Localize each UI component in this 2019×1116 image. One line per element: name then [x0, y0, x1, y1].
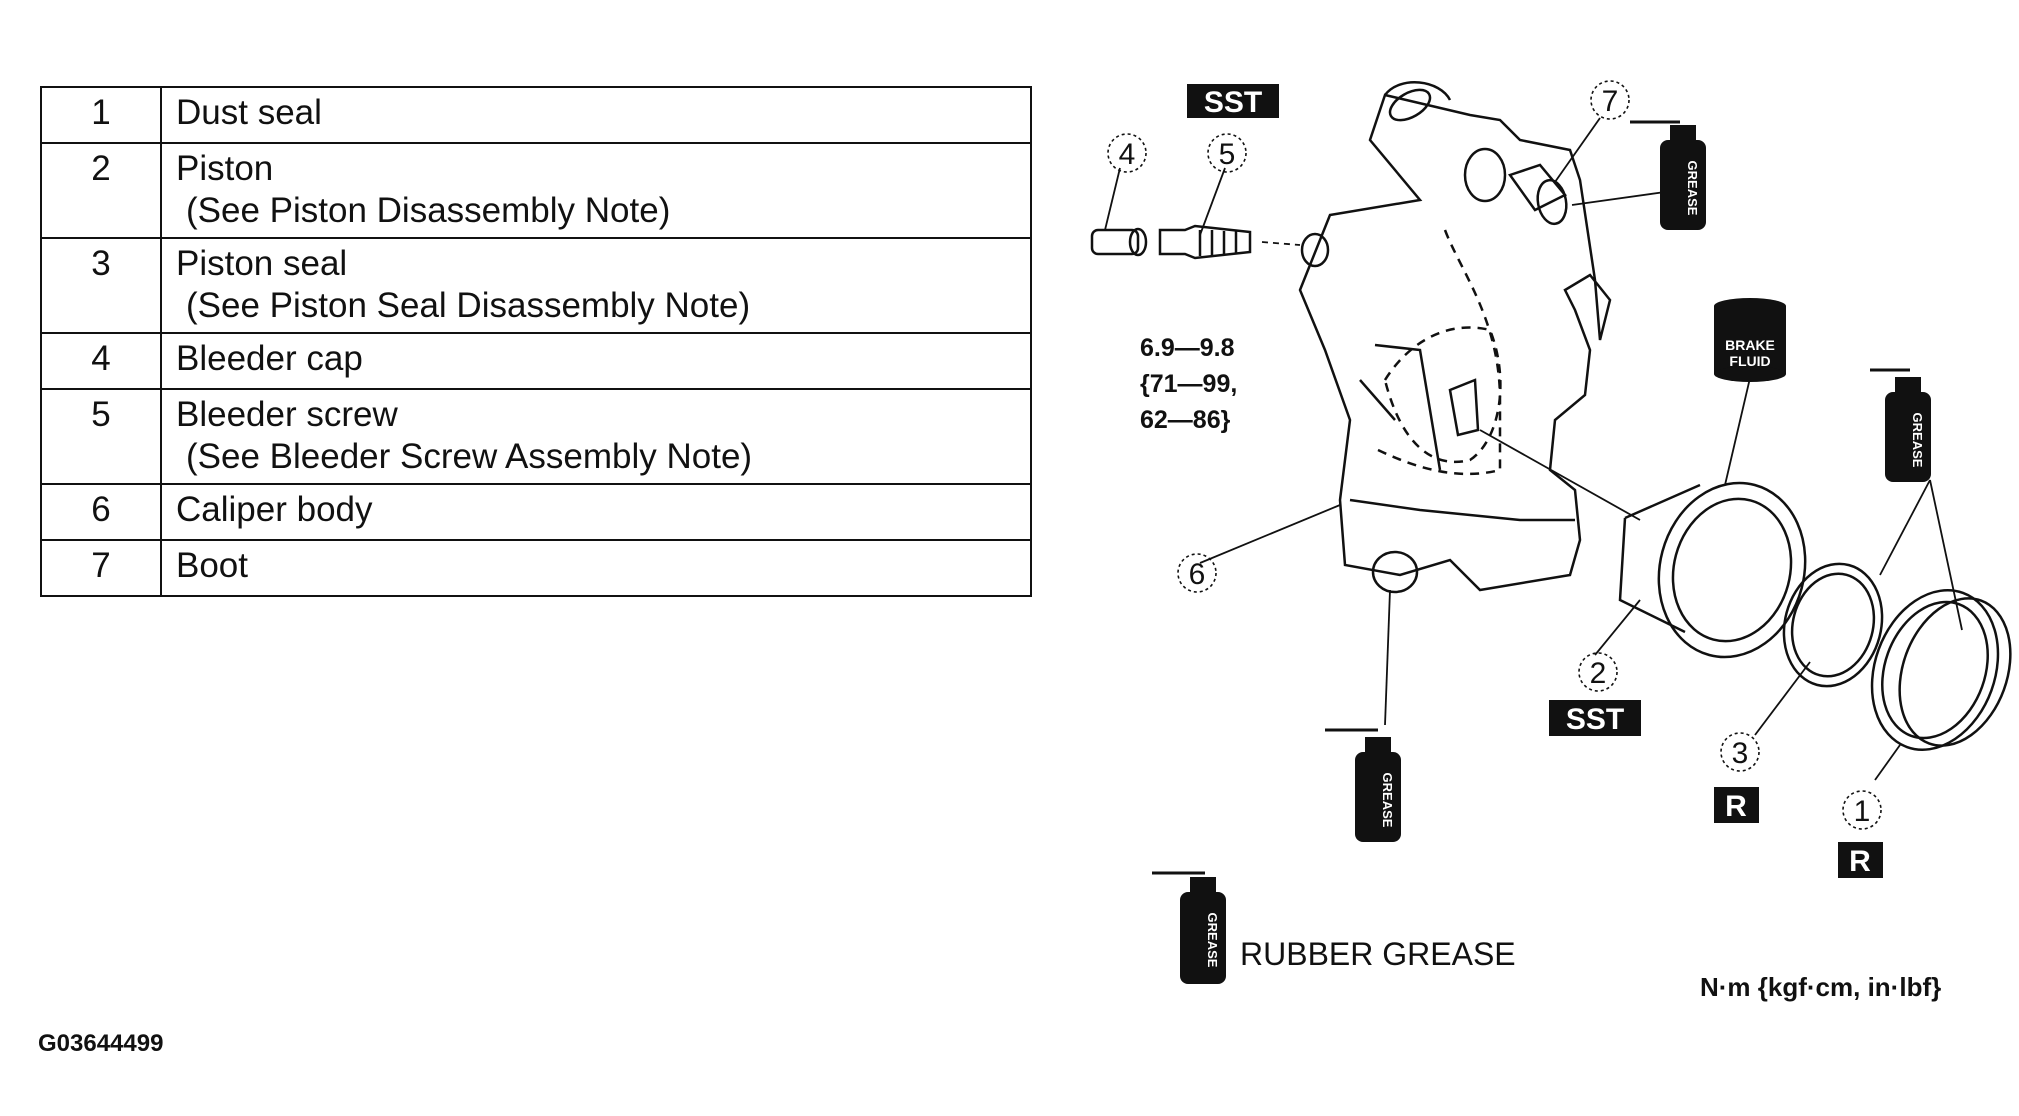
callout-number: 5 — [1219, 138, 1236, 171]
brake-fluid-icon — [1714, 298, 1786, 382]
torque-line: {71—99, — [1140, 370, 1238, 398]
part-name-cell: Boot — [160, 539, 1032, 597]
leader-lines — [1104, 117, 1963, 781]
parts-row-3: 3 Piston seal(See Piston Seal Disassembl… — [40, 237, 1032, 334]
callout-number: 4 — [1119, 138, 1136, 171]
sst-tag-bg — [1549, 700, 1641, 736]
part-number: 2 — [40, 142, 162, 239]
parts-list-table: 1 Dust seal 2 Piston(See Piston Disassem… — [40, 86, 1032, 597]
piston — [1618, 481, 1807, 659]
parts-row-1: 1 Dust seal — [40, 86, 1032, 144]
part-name: Piston — [176, 149, 274, 188]
part-name: Piston seal — [176, 244, 348, 283]
bleeder-screw — [1158, 224, 1252, 260]
callout-circle — [1720, 732, 1760, 772]
callout-circle — [1177, 553, 1217, 593]
callout-number: 1 — [1854, 795, 1871, 828]
grease-icon — [1325, 728, 1401, 842]
callout-circle — [1842, 790, 1882, 830]
callout-circle — [1590, 80, 1630, 120]
part-name: Boot — [176, 546, 248, 585]
sst-tag: SST — [1566, 703, 1624, 736]
torque-line: 62—86} — [1140, 406, 1231, 434]
part-number: 5 — [40, 388, 162, 485]
part-name-cell: Bleeder cap — [160, 332, 1032, 390]
grease-label: GREASE — [1910, 413, 1925, 468]
part-number: 7 — [40, 539, 162, 597]
callout-number: 7 — [1602, 85, 1619, 118]
rubber-grease-legend: RUBBER GREASE — [1240, 936, 1516, 972]
part-note: (See Piston Disassembly Note) — [186, 191, 671, 230]
callout-circle — [1107, 133, 1147, 173]
part-name: Bleeder screw — [176, 395, 398, 434]
piston-seal — [1782, 562, 1884, 688]
boot — [1507, 163, 1568, 226]
grease-legend-icon — [1152, 871, 1226, 984]
grease-icon — [1630, 120, 1706, 230]
sst-tag-bg — [1187, 84, 1279, 118]
part-name-cell: Dust seal — [160, 86, 1032, 144]
callout-number: 6 — [1189, 558, 1206, 591]
dust-seal — [1870, 589, 2012, 751]
parts-row-7: 7 Boot — [40, 539, 1032, 597]
bleeder-torque-spec: 6.9—9.8 {71—99, 62—86} — [1140, 330, 1237, 438]
part-number: 1 — [40, 86, 162, 144]
parts-row-2: 2 Piston(See Piston Disassembly Note) — [40, 142, 1032, 239]
part-name-cell: Caliper body — [160, 483, 1032, 541]
part-note: (See Piston Seal Disassembly Note) — [186, 286, 751, 325]
callout-circle — [1207, 133, 1247, 173]
part-note: (See Bleeder Screw Assembly Note) — [186, 437, 753, 476]
callout-number: 3 — [1732, 737, 1749, 770]
replace-tag: R — [1849, 845, 1871, 878]
part-name-cell: Bleeder screw(See Bleeder Screw Assembly… — [160, 388, 1032, 485]
torque-line: 6.9—9.8 — [1140, 334, 1235, 362]
callout-number: 2 — [1590, 657, 1607, 690]
part-name: Bleeder cap — [176, 339, 363, 378]
part-name-cell: Piston seal(See Piston Seal Disassembly … — [160, 237, 1032, 334]
callout-circle — [1578, 652, 1618, 692]
bleeder-cap — [1090, 227, 1148, 257]
part-number: 6 — [40, 483, 162, 541]
part-name-cell: Piston(See Piston Disassembly Note) — [160, 142, 1032, 239]
replace-tag: R — [1725, 790, 1747, 823]
parts-row-5: 5 Bleeder screw(See Bleeder Screw Assemb… — [40, 388, 1032, 485]
part-name: Dust seal — [176, 93, 322, 132]
parts-row-4: 4 Bleeder cap — [40, 332, 1032, 390]
brake-fluid-label: BRAKE — [1725, 337, 1775, 353]
r-tag-bg — [1838, 842, 1883, 878]
grease-label: GREASE — [1685, 161, 1700, 216]
grease-label: GREASE — [1205, 913, 1220, 968]
parts-row-6: 6 Caliper body — [40, 483, 1032, 541]
grease-label: GREASE — [1380, 773, 1395, 828]
figure-code: G03644499 — [38, 1030, 164, 1057]
brake-fluid-label: FLUID — [1729, 353, 1770, 369]
r-tag-bg — [1714, 787, 1759, 823]
torque-units-note: N·m {kgf·cm, in·lbf} — [1700, 972, 1942, 1002]
sst-tag: SST — [1204, 86, 1262, 119]
caliper-body — [1298, 81, 1612, 594]
part-name: Caliper body — [176, 490, 373, 529]
grease-icon — [1870, 368, 1931, 482]
part-number: 3 — [40, 237, 162, 334]
part-number: 4 — [40, 332, 162, 390]
